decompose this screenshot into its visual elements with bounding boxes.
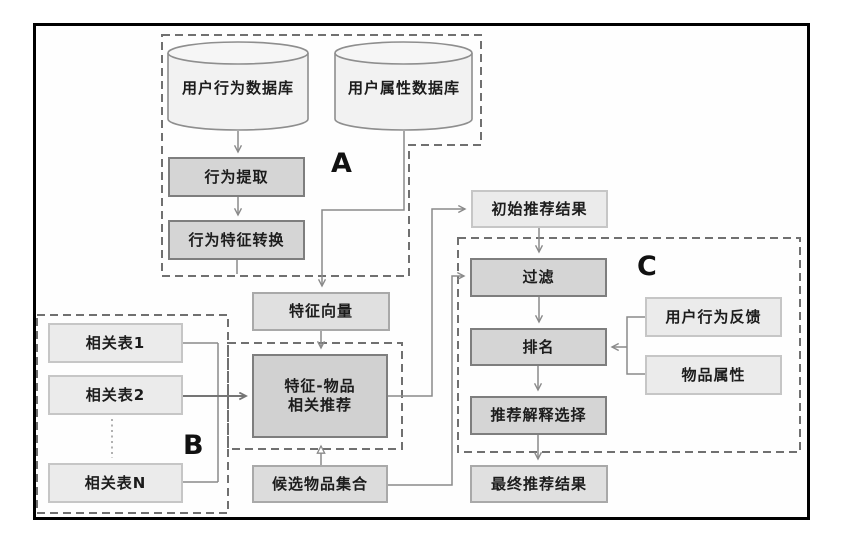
node-item-attributes: 物品属性	[645, 355, 782, 395]
node-explanation-selection: 推荐解释选择	[470, 396, 607, 435]
node-feature-vector: 特征向量	[252, 292, 390, 331]
node-related-table-n: 相关表N	[48, 463, 183, 503]
node-ranking: 排名	[470, 328, 607, 366]
feature-item-label-line1: 特征-物品	[284, 377, 356, 396]
section-c-dashed-outline	[457, 237, 801, 453]
edge-feature-item-to-initial-results	[388, 204, 467, 397]
section-b-label: B	[183, 430, 204, 461]
user-attribute-db-cylinder	[334, 41, 473, 131]
node-filter: 过滤	[470, 258, 607, 297]
section-a-label: A	[331, 148, 352, 179]
node-related-table-1: 相关表1	[48, 323, 183, 363]
edge-feedback-attributes-bracket	[626, 316, 645, 375]
section-c-label: C	[637, 251, 657, 282]
node-candidate-items: 候选物品集合	[252, 465, 388, 503]
user-behavior-db-label: 用户行为数据库	[181, 78, 294, 97]
node-user-feedback: 用户行为反馈	[645, 297, 782, 337]
node-behavior-feature-conversion: 行为特征转换	[168, 220, 305, 260]
node-behavior-extraction: 行为提取	[168, 157, 305, 197]
user-behavior-db-cylinder	[167, 41, 309, 131]
user-attribute-db-label: 用户属性数据库	[347, 78, 460, 97]
node-initial-results: 初始推荐结果	[471, 190, 608, 228]
node-related-table-2: 相关表2	[48, 375, 183, 415]
section-a-dashed-outline	[161, 34, 482, 277]
node-feature-item-recommend: 特征-物品 相关推荐	[252, 354, 388, 438]
edge-attributedb-to-feature-vector	[317, 131, 405, 288]
feature-item-label-line2: 相关推荐	[287, 396, 352, 414]
node-final-results: 最终推荐结果	[470, 465, 608, 503]
edge-candidate-to-filter	[388, 271, 466, 486]
